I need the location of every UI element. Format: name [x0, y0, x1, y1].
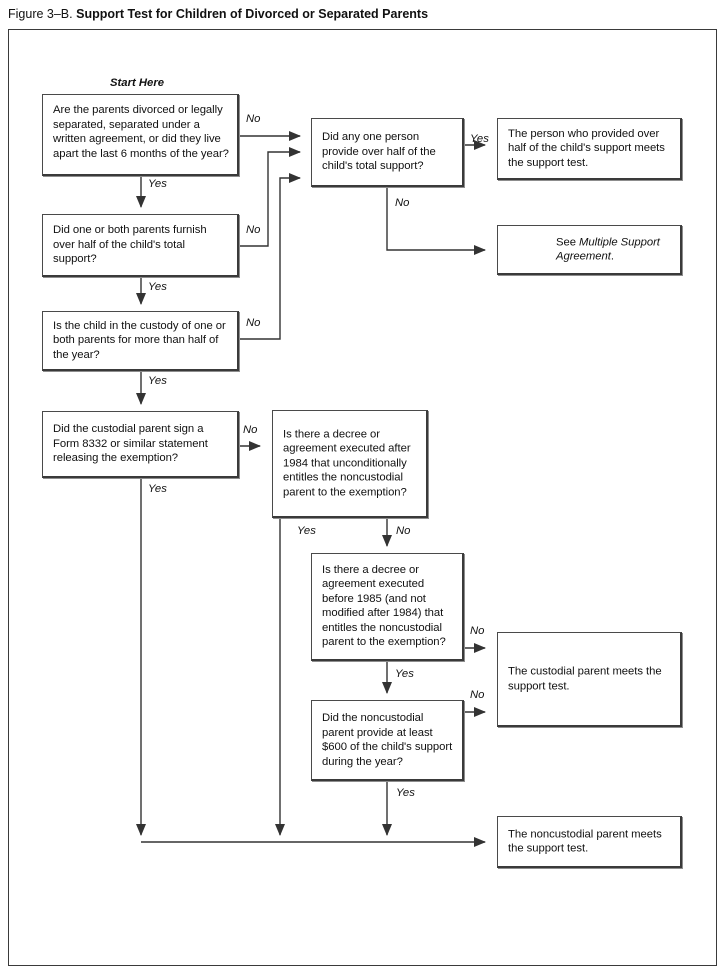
- msa-italic-title: Multiple Support Agreement: [556, 235, 660, 263]
- edge-label-q6-yes: Yes: [297, 525, 316, 537]
- edge-label-q5-yes: Yes: [470, 133, 489, 145]
- result-noncustodial-meets-test[interactable]: The noncustodial parent meets the suppor…: [497, 816, 682, 868]
- edge-label-q6-no: No: [396, 525, 411, 537]
- decision-decree-before-1985-text: Is there a decree or agreement executed …: [322, 563, 446, 649]
- decision-any-one-person[interactable]: Did any one person provide over half of …: [311, 118, 464, 187]
- edge-label-q7-no: No: [470, 625, 485, 637]
- decision-parents-furnish-half[interactable]: Did one or both parents furnish over hal…: [42, 214, 239, 277]
- edge-label-q1-no: No: [246, 113, 261, 125]
- decision-child-custody[interactable]: Is the child in the custody of one or bo…: [42, 311, 239, 371]
- decision-parents-divorced[interactable]: Are the parents divorced or legally sepa…: [42, 94, 239, 176]
- figure-title: Figure 3–B. Support Test for Children of…: [8, 5, 428, 23]
- edge-label-q1-yes: Yes: [148, 178, 167, 190]
- figure-caption: Support Test for Children of Divorced or…: [76, 7, 429, 21]
- decision-600-support[interactable]: Did the noncustodial parent provide at l…: [311, 700, 464, 781]
- decision-parents-furnish-half-text: Did one or both parents furnish over hal…: [53, 224, 207, 266]
- start-here-label: Start Here: [110, 77, 164, 89]
- decision-child-custody-text: Is the child in the custody of one or bo…: [53, 319, 226, 361]
- decision-decree-after-1984[interactable]: Is there a decree or agreement executed …: [272, 410, 428, 518]
- edge-label-q8-no: No: [470, 689, 485, 701]
- edge-label-q8-yes: Yes: [396, 787, 415, 799]
- result-person-meets-test[interactable]: The person who provided over half of the…: [497, 118, 682, 180]
- result-multiple-support-agreement-text: See Multiple Support Agreement.: [556, 235, 674, 264]
- result-custodial-meets-test-text: The custodial parent meets the support t…: [508, 665, 662, 692]
- edge-label-q7-yes: Yes: [395, 668, 414, 680]
- figure-number: Figure 3–B.: [8, 7, 73, 21]
- msa-suffix: .: [610, 250, 614, 263]
- edge-label-q4-yes: Yes: [148, 483, 167, 495]
- edge-label-q2-no: No: [246, 224, 261, 236]
- edge-label-q3-yes: Yes: [148, 375, 167, 387]
- edge-label-q2-yes: Yes: [148, 281, 167, 293]
- decision-form-8332-text: Did the custodial parent sign a Form 833…: [53, 423, 208, 465]
- result-person-meets-test-text: The person who provided over half of the…: [508, 127, 665, 169]
- msa-prefix: See: [556, 235, 580, 248]
- decision-600-support-text: Did the noncustodial parent provide at l…: [322, 711, 453, 768]
- edge-label-q3-no: No: [246, 317, 261, 329]
- decision-any-one-person-text: Did any one person provide over half of …: [322, 131, 436, 173]
- result-multiple-support-agreement[interactable]: See Multiple Support Agreement.: [497, 225, 682, 275]
- decision-decree-after-1984-text: Is there a decree or agreement executed …: [283, 428, 411, 499]
- edge-label-q5-no: No: [395, 197, 410, 209]
- decision-decree-before-1985[interactable]: Is there a decree or agreement executed …: [311, 553, 464, 661]
- result-noncustodial-meets-test-text: The noncustodial parent meets the suppor…: [508, 827, 662, 855]
- edge-label-q4-no: No: [243, 424, 258, 436]
- decision-form-8332[interactable]: Did the custodial parent sign a Form 833…: [42, 411, 239, 478]
- decision-parents-divorced-text: Are the parents divorced or legally sepa…: [53, 104, 229, 160]
- result-custodial-meets-test[interactable]: The custodial parent meets the support t…: [497, 632, 682, 727]
